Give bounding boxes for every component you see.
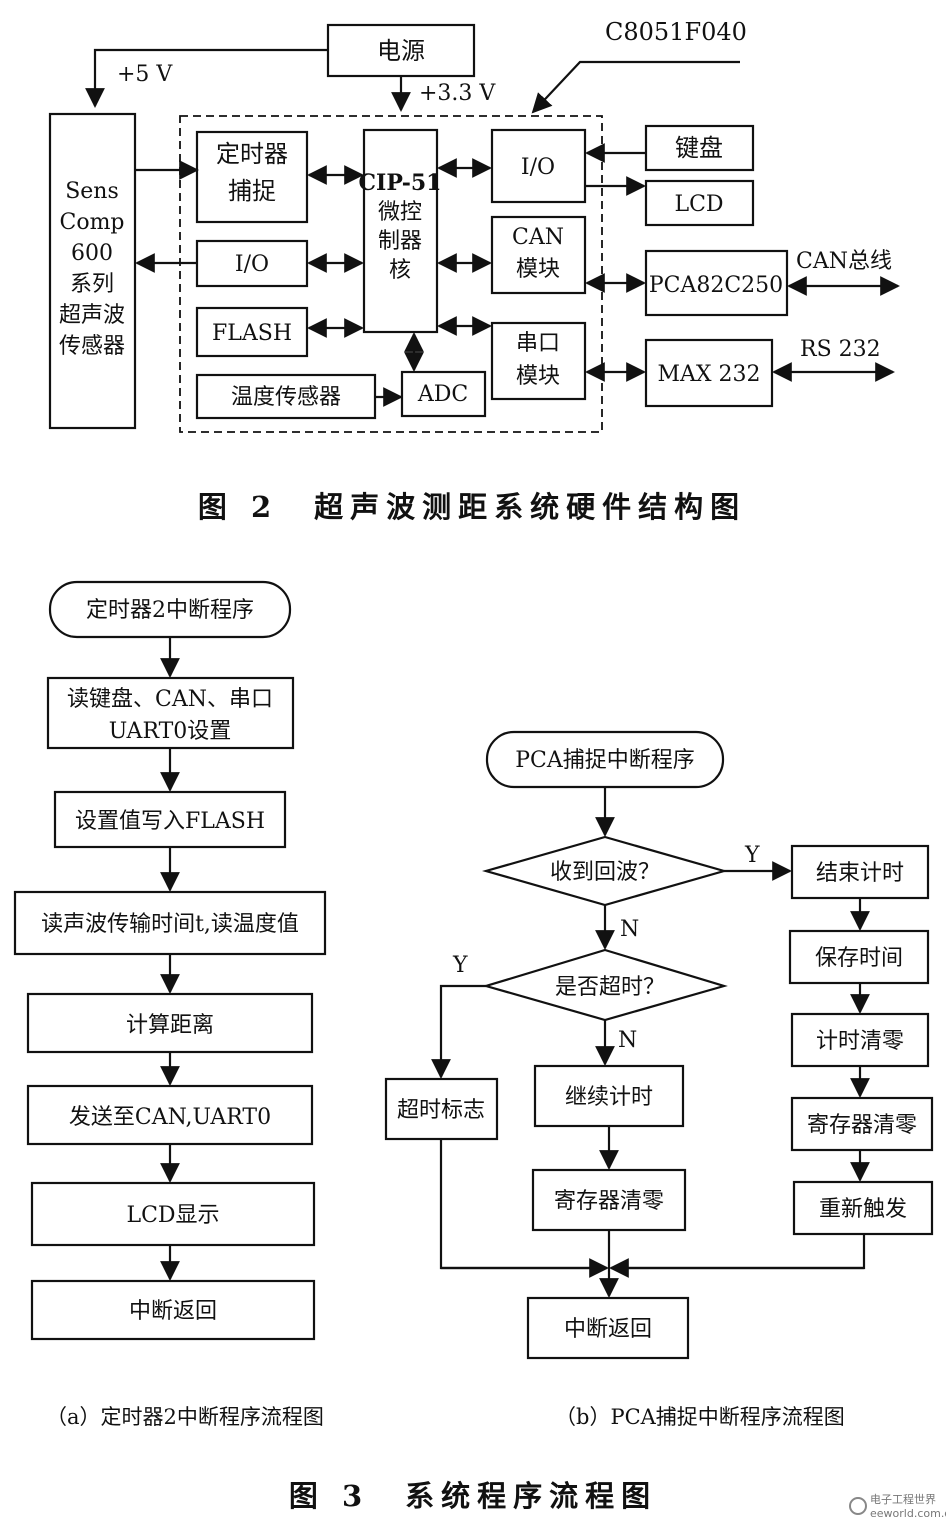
figure-3-caption: 图 3 系统程序流程图	[289, 1479, 657, 1513]
sensor-line-4: 系列	[70, 272, 114, 297]
rs232-label: RS 232	[800, 337, 881, 362]
timer-capture-line-2: 捕捉	[228, 177, 276, 205]
figure-3a-flowchart: 定时器2中断程序 读键盘、CAN、串口 UART0设置 设置值写入FLASH 读…	[13, 580, 327, 1429]
cpu-line-4: 核	[389, 258, 411, 283]
flow-b-clear-timer-label: 计时清零	[816, 1029, 904, 1054]
flow-b-end-timing-label: 结束计时	[816, 861, 904, 886]
sensor-box	[48, 112, 137, 430]
flow-b-timeout-yes-label: Y	[452, 953, 468, 978]
flow-b-save-time	[788, 929, 930, 985]
flow-b-echo-no-label: N	[620, 917, 639, 942]
io-right-box	[490, 128, 587, 204]
sensor-line-1: Sens	[65, 179, 119, 204]
adc-label: ADC	[417, 382, 468, 407]
flow-b-timeout-no-label: N	[618, 1028, 637, 1053]
sensor-line-6: 传感器	[59, 334, 125, 359]
flow-a-send-label: 发送至CAN,UART0	[69, 1105, 271, 1130]
lcd-label: LCD	[674, 192, 723, 217]
flow-a-lcd-show-label: LCD显示	[126, 1203, 219, 1228]
flow-b-timeout-flag	[384, 1077, 499, 1141]
sensor-line-2: Comp	[59, 210, 124, 235]
cpu-line-1: CIP-51	[359, 170, 442, 196]
io-left-box	[195, 239, 309, 288]
flash-box	[195, 306, 309, 358]
flow-b-save-time-label: 保存时间	[815, 946, 903, 971]
flow-b-clear-register-mid-label: 寄存器清零	[554, 1189, 664, 1214]
watermark-text-1: 电子工程世界	[870, 1493, 936, 1506]
keyboard-box	[644, 124, 755, 172]
voltage-5v-label: +5 V	[117, 62, 173, 87]
flow-a-read-settings	[46, 676, 295, 750]
cpu-line-2: 微控	[378, 200, 422, 225]
figure-3b-flowchart: PCA捕捉中断程序 收到回波？ Y N 是否超时？ Y N 超时标志 继续计时 …	[384, 730, 934, 1429]
flow-b-timeout-label: 是否超时？	[555, 975, 665, 1000]
watermark-logo-icon	[849, 1497, 867, 1515]
figure-3a-caption: （a）定时器2中断程序流程图	[46, 1405, 324, 1429]
flow-a-write-flash-label: 设置值写入FLASH	[75, 809, 265, 834]
pca82c250-label: PCA82C250	[649, 273, 783, 298]
flow-b-retrigger-label: 重新触发	[819, 1197, 907, 1222]
flow-b-return	[526, 1296, 690, 1360]
flow-a-start-label: 定时器2中断程序	[86, 598, 254, 623]
lcd-box	[644, 179, 755, 227]
serial-module-line-2: 模块	[516, 364, 560, 389]
flow-b-echo-yes-label: Y	[744, 843, 760, 868]
flash-label: FLASH	[212, 321, 292, 346]
flow-b-timeout-flag-label: 超时标志	[397, 1098, 485, 1123]
sensor-line-3: 600	[71, 241, 113, 266]
serial-module-box	[490, 321, 587, 401]
flow-a-return	[30, 1279, 316, 1341]
flow-b-clear-register-right	[790, 1096, 934, 1152]
flow-b-continue-timing-label: 继续计时	[565, 1085, 653, 1110]
timer-capture-line-1: 定时器	[216, 140, 288, 168]
flow-b-clear-register-right-label: 寄存器清零	[807, 1113, 917, 1138]
sensor-line-5: 超声波	[59, 303, 125, 328]
figure-3b-caption: （b）PCA捕捉中断程序流程图	[555, 1405, 845, 1429]
flow-b-timeout-yes-arrow	[431, 984, 486, 1079]
serial-module-line-1: 串口	[516, 331, 560, 356]
flow-b-echo-label: 收到回波？	[550, 860, 660, 885]
power-to-sensor-line	[85, 48, 328, 108]
flow-a-calc-label: 计算距离	[126, 1013, 214, 1038]
flow-b-start-label: PCA捕捉中断程序	[515, 748, 695, 773]
io-right-label: I/O	[521, 155, 555, 180]
flow-b-return-label: 中断返回	[564, 1317, 652, 1342]
max232-box	[644, 338, 774, 408]
can-module-box	[490, 215, 587, 295]
temp-sensor-label: 温度传感器	[231, 385, 341, 410]
flow-b-merge-right	[618, 1234, 866, 1270]
chip-label: C8051F040	[605, 18, 747, 46]
keyboard-label: 键盘	[675, 134, 723, 162]
flow-b-retrigger	[792, 1180, 934, 1236]
max232-label: MAX 232	[657, 362, 760, 387]
watermark-text-2: eeworld.com.cn	[870, 1507, 946, 1520]
flow-a-read-settings-line-2: UART0设置	[109, 719, 232, 744]
adc-box	[400, 370, 487, 418]
cpu-line-3: 制器	[378, 229, 422, 254]
cpu-core-box	[362, 128, 439, 334]
io-left-label: I/O	[235, 252, 269, 277]
pca82c250-box	[644, 249, 789, 317]
watermark-logo: 电子工程世界 eeworld.com.cn	[849, 1493, 946, 1520]
can-module-line-1: CAN	[512, 225, 564, 250]
flow-a-return-label: 中断返回	[129, 1299, 217, 1324]
chip-pointer-arrow	[531, 60, 740, 114]
can-module-line-2: 模块	[516, 257, 560, 282]
timer-capture-box	[195, 130, 309, 224]
figure-2-hardware-diagram: C8051F040 电源 +5 V +3.3 V Sens Comp 600 系…	[48, 18, 900, 524]
flow-a-read-time-label: 读声波传输时间t,读温度值	[41, 912, 299, 937]
flow-b-end-timing	[790, 844, 930, 900]
can-bus-label: CAN总线	[796, 249, 892, 274]
power-label: 电源	[377, 37, 425, 65]
flow-a-lcd-show	[30, 1181, 316, 1247]
flow-a-read-time	[13, 890, 327, 956]
flow-a-calc	[26, 992, 314, 1054]
figure-2-caption: 图 2 超声波测距系统硬件结构图	[198, 490, 746, 524]
voltage-3v3-label: +3.3 V	[419, 81, 496, 106]
flow-a-read-settings-line-1: 读键盘、CAN、串口	[67, 687, 273, 712]
